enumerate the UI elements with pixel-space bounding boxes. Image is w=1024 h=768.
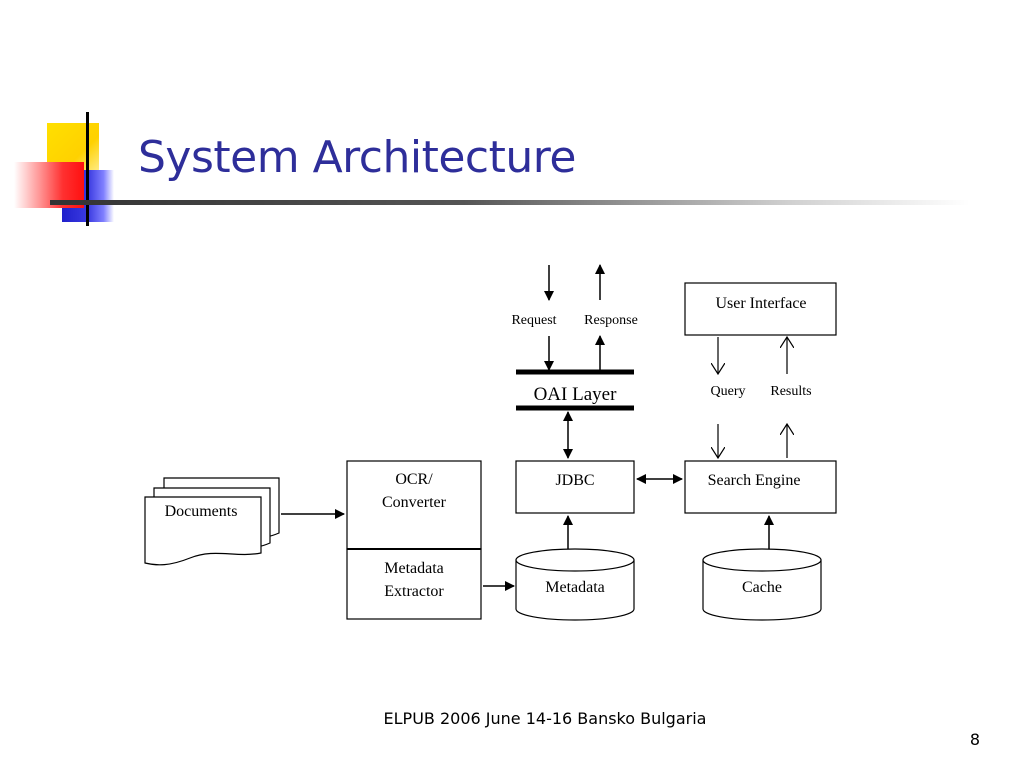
- user-interface-box: [684, 282, 837, 336]
- cache-database: [702, 548, 822, 621]
- search-engine-label: Search Engine: [708, 472, 801, 489]
- response-label: Response: [584, 313, 638, 328]
- jdbc-box: [515, 460, 635, 514]
- ocr-label-line2: Converter: [382, 494, 447, 511]
- request-label: Request: [511, 313, 556, 328]
- footer-text: ELPUB 2006 June 14-16 Bansko Bulgaria: [383, 709, 707, 728]
- metadata-extractor-box: [346, 548, 482, 620]
- search-engine-box: [684, 460, 837, 514]
- metadata-database: [515, 548, 635, 621]
- documents-label: Documents: [165, 503, 238, 520]
- documents-stack: [144, 477, 280, 566]
- cache-label: Cache: [742, 579, 782, 596]
- ocr-converter-box: [346, 460, 482, 550]
- metadata-extractor-line2: Extractor: [384, 583, 444, 600]
- query-label: Query: [711, 384, 746, 399]
- metadata-db-label: Metadata: [545, 579, 605, 596]
- page-title: System Architecture: [138, 132, 576, 183]
- deco-vertical-line: [86, 112, 89, 226]
- page-number: 8: [969, 730, 980, 749]
- user-interface-label: User Interface: [715, 295, 806, 312]
- results-label: Results: [770, 384, 811, 399]
- ocr-label-line1: OCR/: [395, 471, 433, 488]
- oai-layer-label: OAI Layer: [534, 384, 617, 405]
- title-underline: [50, 200, 970, 205]
- metadata-extractor-line1: Metadata: [384, 560, 444, 577]
- jdbc-label: JDBC: [555, 472, 594, 489]
